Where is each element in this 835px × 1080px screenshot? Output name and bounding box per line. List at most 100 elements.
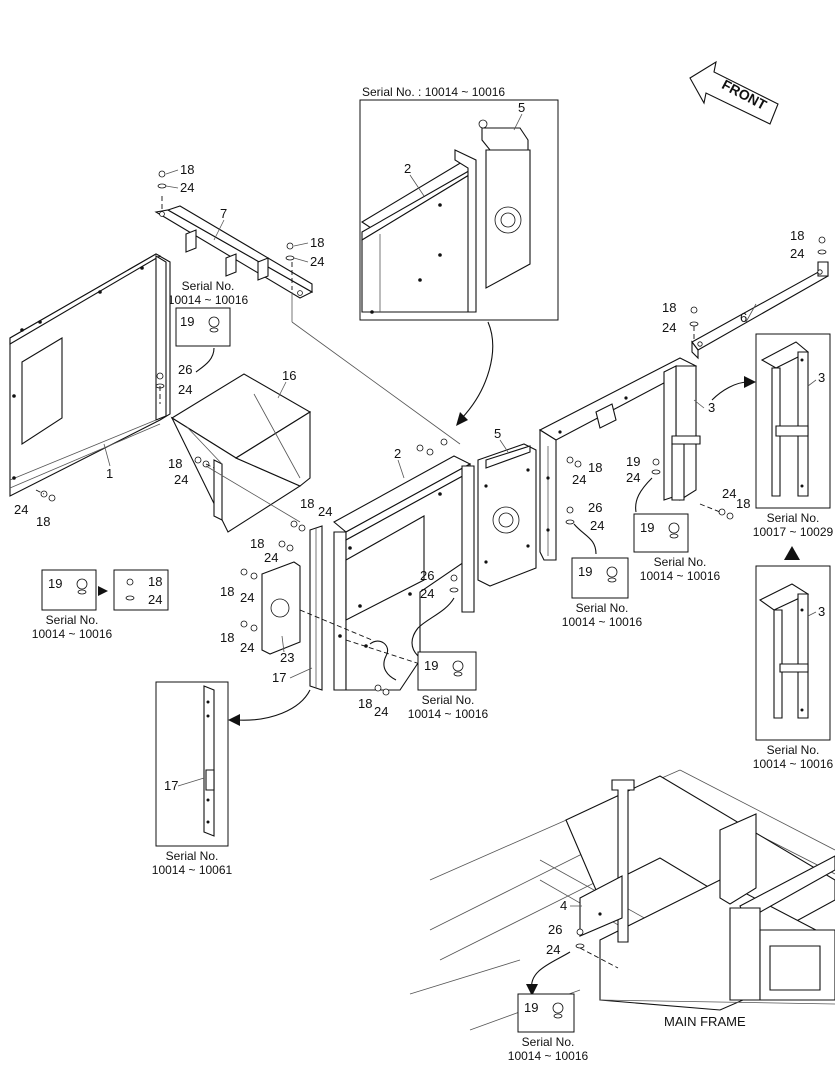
label-3-b: 3: [818, 370, 825, 385]
label-18-m: 18: [662, 300, 676, 315]
label-19-g: 19: [524, 1000, 538, 1015]
label-24-a: 24: [180, 180, 194, 195]
duct-16: 16 18 24: [168, 368, 312, 533]
label-16: 16: [282, 368, 296, 383]
left-bolt-serial-range: 10014 ~ 10016: [32, 627, 113, 641]
label-18-f: 18: [250, 536, 264, 551]
left-bolt-inset-frame: [41, 569, 97, 611]
label-18-i: 18: [148, 574, 162, 589]
label-7: 7: [220, 206, 227, 221]
bracket-7: 7 18 24 18 24 Serial No. 10014 ~ 10016 1…: [154, 162, 461, 445]
top-center-serial: Serial No. : 10014 ~ 10016: [362, 85, 505, 99]
label-18-k: 18: [588, 460, 602, 475]
label-24-k: 24: [420, 586, 434, 601]
center-bolt-serial-range: 10014 ~ 10016: [408, 707, 489, 721]
panel-1-window: [21, 337, 63, 446]
right-upper-serial-range: 10017 ~ 10029: [753, 525, 834, 539]
label-18-d: 18: [168, 456, 182, 471]
bracket7-inset-frame: [175, 307, 231, 347]
label-24-l: 24: [374, 704, 388, 719]
label-18-e: 18: [300, 496, 314, 511]
label-26-d: 26: [548, 922, 562, 937]
label-4: 4: [560, 898, 567, 913]
left-bolt-result-frame: [113, 569, 169, 611]
inset-label-2: 2: [404, 161, 411, 176]
center-frame-2: 2: [333, 438, 475, 691]
label-18-j: 18: [358, 696, 372, 711]
bracket7-serial-label: Serial No.: [182, 279, 235, 293]
label-18-h: 18: [220, 630, 234, 645]
label-3: 3: [708, 400, 715, 415]
right-lower-serial-label: Serial No.: [767, 743, 820, 757]
post-17: 18 24 18 24 23 18 24 18 24 17: [220, 496, 373, 726]
label-24-s: 24: [546, 942, 560, 957]
inset-label-5: 5: [518, 100, 525, 115]
right-upper-inset: 3 Serial No. 10017 ~ 10029: [753, 333, 834, 560]
label-5: 5: [494, 426, 501, 441]
top-center-inset: Serial No. : 10014 ~ 10016 2 5: [359, 85, 559, 426]
label-18-l: 18: [736, 496, 750, 511]
label-18-g: 18: [220, 584, 234, 599]
left-lower-serial-label: Serial No.: [166, 849, 219, 863]
right-bolt-serial-label: Serial No.: [654, 555, 707, 569]
bottom-bolt-inset-frame: [517, 993, 575, 1033]
left-lower-serial-range: 10014 ~ 10061: [152, 863, 233, 877]
label-23: 23: [280, 650, 294, 665]
label-24-n: 24: [590, 518, 604, 533]
label-26-a: 26: [178, 362, 192, 377]
label-24-o: 24: [626, 470, 640, 485]
center-bolt-inset-frame: [417, 651, 477, 691]
label-6: 6: [740, 310, 747, 325]
bottom-bolt-serial-range: 10014 ~ 10016: [508, 1049, 589, 1063]
right-lower-serial-range: 10014 ~ 10016: [753, 757, 834, 771]
label-24-g: 24: [264, 550, 278, 565]
label-24-r: 24: [790, 246, 804, 261]
front-arrow: FRONT: [689, 60, 779, 125]
label-26-c: 26: [588, 500, 602, 515]
label-24-h: 24: [240, 590, 254, 605]
left-lower-inset: 17 Serial No. 10014 ~ 10061: [152, 681, 233, 877]
label-17-b: 17: [164, 778, 178, 793]
label-24-q: 24: [662, 320, 676, 335]
bracket7-serial-range: 10014 ~ 10016: [168, 293, 249, 307]
label-24-b: 24: [310, 254, 324, 269]
label-2: 2: [394, 446, 401, 461]
label-19-b: 19: [48, 576, 62, 591]
label-19-e: 19: [626, 454, 640, 469]
left-lower-inset-frame: [155, 681, 229, 847]
label-24-d: 24: [178, 382, 192, 397]
label-18-c: 18: [36, 514, 50, 529]
label-24-c: 24: [14, 502, 28, 517]
label-19-c: 19: [424, 658, 438, 673]
label-24-m: 24: [572, 472, 586, 487]
label-19-a: 19: [180, 314, 194, 329]
label-24-p: 24: [722, 486, 736, 501]
right-lower-inset: 3 Serial No. 10014 ~ 10016: [753, 565, 834, 771]
frame-3: 3 18 24 26 24 19 Serial No. 10014 ~ 1001…: [538, 357, 756, 629]
bar-6: 6 18 24 18 24: [662, 228, 829, 360]
main-frame-label: MAIN FRAME: [664, 1014, 746, 1029]
post-4: [611, 779, 635, 943]
label-24-i: 24: [240, 640, 254, 655]
label-18-a: 18: [180, 162, 194, 177]
bottom-bolt-serial-label: Serial No.: [522, 1035, 575, 1049]
center-bolt-serial-label: Serial No.: [422, 693, 475, 707]
label-19-f: 19: [640, 520, 654, 535]
left-bolt-serial-label: Serial No.: [46, 613, 99, 627]
label-17-a: 17: [272, 670, 286, 685]
left-bolt-inset: 19 18 24 Serial No. 10014 ~ 10016: [32, 569, 169, 641]
main-frame: 4 26 24 19 Serial No. 10014 ~ 10016 MAIN…: [409, 769, 835, 1063]
label-1: 1: [106, 466, 113, 481]
mid-bolt-serial-range: 10014 ~ 10016: [562, 615, 643, 629]
right-upper-serial-label: Serial No.: [767, 511, 820, 525]
label-18-n: 18: [790, 228, 804, 243]
label-18-b: 18: [310, 235, 324, 250]
label-24-j: 24: [148, 592, 162, 607]
label-19-d: 19: [578, 564, 592, 579]
label-24-f: 24: [318, 504, 332, 519]
panel-1: 1 24 18 26 24: [9, 253, 192, 529]
right-bolt-inset-frame: [633, 513, 689, 553]
label-24-e: 24: [174, 472, 188, 487]
plate-5: 5: [477, 426, 537, 587]
